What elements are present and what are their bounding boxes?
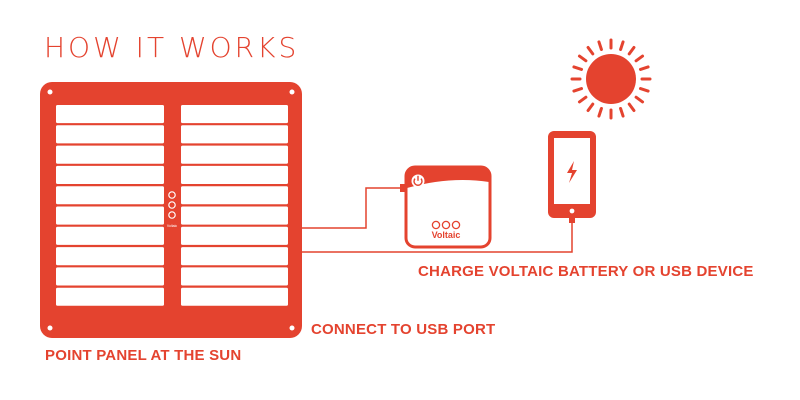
cable-plug-phone — [569, 215, 575, 223]
panel-logo: Voltaic — [167, 191, 178, 228]
solar-cell — [56, 165, 164, 184]
battery-top-band — [407, 168, 489, 188]
solar-cell — [181, 125, 288, 144]
sun-ray — [586, 45, 595, 56]
battery-brand-label: Voltaic — [432, 230, 461, 240]
solar-panel-icon: Voltaic — [40, 82, 302, 338]
solar-cell — [56, 226, 164, 245]
sun-ray — [619, 40, 625, 52]
solar-cell — [181, 145, 288, 164]
usb-cables — [302, 187, 573, 253]
sun-ray — [577, 95, 588, 104]
sun-ray — [572, 87, 584, 93]
solar-cell — [56, 105, 164, 124]
solar-cell — [181, 226, 288, 245]
solar-cell — [181, 186, 288, 205]
caption-point-panel: POINT PANEL AT THE SUN — [45, 347, 242, 364]
sun-ray — [597, 106, 603, 118]
sun-rays — [570, 38, 652, 120]
solar-cell — [181, 247, 288, 266]
sun-ray — [638, 87, 650, 93]
power-button-icon — [411, 174, 425, 188]
sun-icon — [570, 38, 652, 120]
sun-ray — [634, 95, 645, 104]
solar-cell — [56, 125, 164, 144]
sun-ray — [572, 65, 584, 71]
sun-ray — [627, 102, 636, 113]
cable-plug-battery — [400, 184, 405, 192]
sun-ray — [597, 40, 603, 52]
cable-to-battery — [302, 187, 402, 229]
solar-cell — [181, 206, 288, 225]
solar-cell — [181, 165, 288, 184]
panel-grommet-bottom-right — [289, 325, 295, 331]
caption-charge-device: CHARGE VOLTAIC BATTERY OR USB DEVICE — [418, 263, 754, 280]
sun-ray — [627, 45, 636, 56]
lightning-bolt-icon — [567, 161, 577, 183]
solar-cell — [56, 186, 164, 205]
phone-home-button — [569, 208, 575, 214]
sun-ray — [638, 65, 650, 71]
panel-grommet-top-right — [289, 89, 295, 95]
sun-ray — [619, 106, 625, 118]
phone-icon — [548, 131, 596, 218]
solar-cell — [181, 287, 288, 306]
solar-cell — [56, 267, 164, 286]
page-title: HOW IT WORKS — [44, 31, 300, 64]
panel-grommet-top-left — [47, 89, 53, 95]
solar-cell — [181, 105, 288, 124]
panel-cells-left — [56, 105, 164, 306]
sun-ray — [634, 54, 645, 63]
caption-connect-usb: CONNECT TO USB PORT — [311, 321, 496, 338]
solar-cell — [56, 145, 164, 164]
battery-pack-icon: Voltaic — [404, 165, 492, 249]
sun-ray — [577, 54, 588, 63]
solar-cell — [56, 247, 164, 266]
solar-cell — [56, 287, 164, 306]
battery-logo-icon — [431, 220, 461, 230]
sun-ray — [586, 102, 595, 113]
panel-cells-right — [181, 105, 288, 306]
panel-brand-label: Voltaic — [167, 224, 178, 228]
panel-grommet-bottom-left — [47, 325, 53, 331]
solar-cell — [181, 267, 288, 286]
cable-to-phone — [302, 222, 573, 253]
solar-cell — [56, 206, 164, 225]
